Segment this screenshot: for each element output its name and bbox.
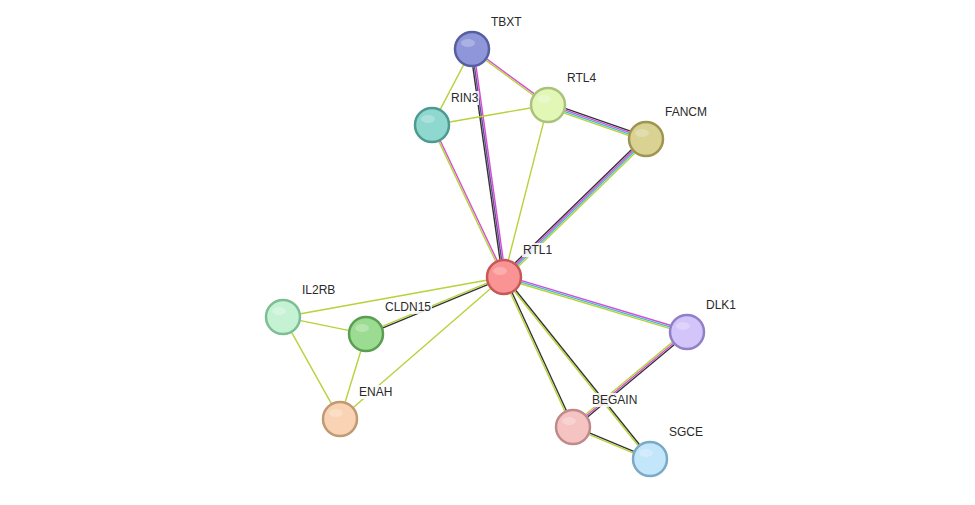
node-label: RIN3	[450, 91, 479, 105]
interaction-edge	[564, 109, 630, 136]
protein-node: IL2RB	[265, 299, 301, 335]
node-label: BEGAIN	[591, 393, 638, 407]
evidence-line	[487, 59, 534, 94]
evidence-line	[516, 151, 632, 264]
evidence-line	[439, 142, 496, 261]
interaction-edge	[589, 433, 633, 453]
evidence-line	[588, 345, 674, 417]
interaction-edge	[586, 342, 674, 416]
evidence-line	[519, 153, 635, 266]
node-circle	[322, 401, 358, 437]
node-label: DLK1	[705, 298, 737, 312]
evidence-line	[515, 150, 631, 263]
node-circle	[628, 121, 664, 157]
node-label: FANCM	[664, 105, 708, 119]
evidence-line	[590, 433, 634, 451]
protein-node: RTL1	[486, 259, 522, 295]
node-circle	[454, 31, 490, 67]
node-circle	[530, 87, 566, 123]
protein-node: DLK1	[669, 314, 705, 350]
node-circle	[265, 299, 301, 335]
evidence-line	[515, 292, 638, 446]
interaction-edge	[301, 321, 349, 331]
evidence-line	[383, 285, 488, 328]
node-label: CLDN15	[384, 300, 432, 314]
evidence-line	[521, 284, 670, 329]
protein-node: TBXT	[454, 31, 490, 67]
evidence-line	[517, 152, 633, 265]
protein-node: CLDN15	[348, 316, 384, 352]
evidence-line	[516, 291, 639, 445]
evidence-line	[512, 293, 566, 410]
interaction-edge	[515, 150, 635, 266]
interaction-edge	[511, 293, 566, 411]
interaction-edge	[521, 281, 670, 329]
evidence-line	[508, 122, 543, 259]
node-label: TBXT	[490, 15, 523, 29]
node-label: RTL1	[522, 243, 553, 257]
evidence-line	[566, 109, 630, 131]
protein-node: RTL4	[530, 87, 566, 123]
protein-node: ENAH	[322, 401, 358, 437]
evidence-line	[450, 108, 531, 122]
protein-node: BEGAIN	[555, 409, 591, 445]
node-circle	[486, 259, 522, 295]
protein-node: SGCE	[632, 441, 668, 477]
evidence-line	[589, 435, 633, 453]
node-label: RTL4	[566, 71, 597, 85]
node-circle	[348, 316, 384, 352]
evidence-line	[565, 112, 629, 134]
evidence-line	[301, 321, 349, 331]
evidence-line	[511, 294, 565, 411]
node-circle	[555, 409, 591, 445]
evidence-line	[521, 282, 670, 327]
node-label: SGCE	[668, 425, 704, 439]
interaction-edge	[508, 122, 543, 259]
node-circle	[414, 107, 450, 143]
evidence-line	[586, 342, 672, 414]
evidence-line	[486, 60, 533, 95]
node-circle	[669, 314, 705, 350]
protein-node: FANCM	[628, 121, 664, 157]
protein-node: RIN3	[414, 107, 450, 143]
evidence-line	[565, 110, 629, 132]
node-circle	[632, 441, 668, 477]
node-label: ENAH	[358, 385, 393, 399]
node-label: IL2RB	[301, 283, 336, 297]
evidence-line	[440, 141, 497, 260]
interaction-edge	[515, 291, 640, 446]
interaction-edge	[292, 333, 331, 404]
evidence-line	[587, 344, 673, 416]
interaction-edge	[439, 141, 497, 261]
evidence-line	[564, 113, 628, 135]
evidence-line	[522, 281, 671, 326]
evidence-line	[292, 333, 331, 404]
interaction-edge	[486, 59, 534, 95]
interaction-edge	[450, 108, 531, 122]
